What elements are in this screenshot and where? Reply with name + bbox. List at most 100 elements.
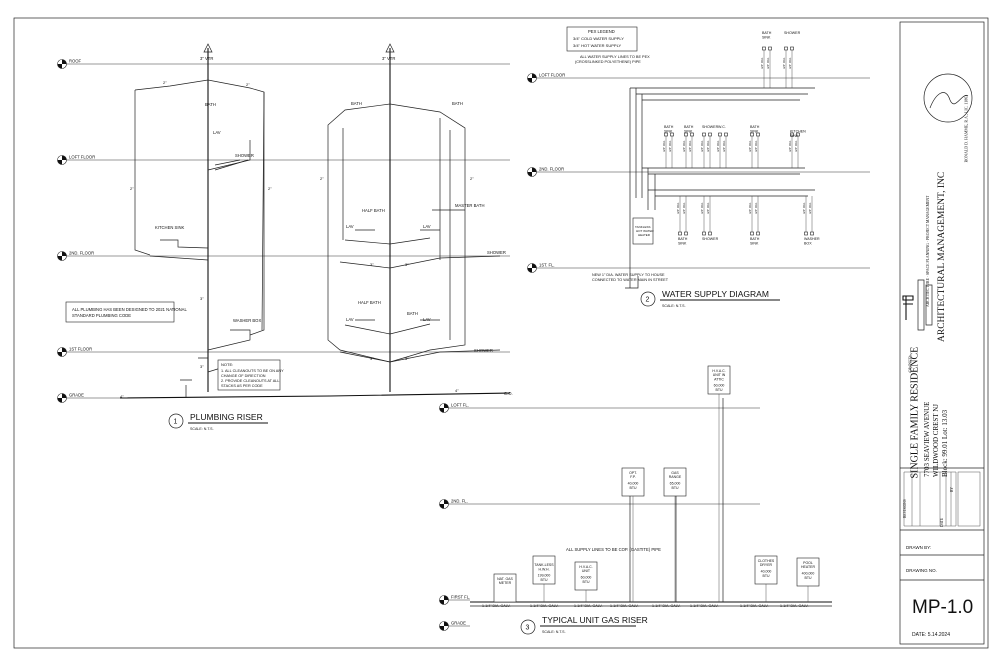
water-fixture: 3/4" DIA.3/4" DIA.	[788, 132, 800, 168]
pipe-size-label: 2"	[163, 80, 167, 85]
tankless-water-heater	[632, 217, 654, 245]
appliance-name: OPT.	[629, 471, 637, 475]
riser-level-0: ROOF	[57, 59, 510, 69]
gas-pipe-size: 1-1/4" DIA. GALV.	[780, 604, 808, 608]
pex-legend-title: PEX LEGEND	[588, 29, 615, 34]
pipe-size: 3/4" DIA.	[754, 140, 758, 152]
fixture-label: BATH	[762, 31, 772, 35]
riser-level-2: 2ND. FLOOR	[57, 251, 510, 261]
level-label: GRADE	[451, 621, 466, 626]
firm-logo-small	[957, 471, 981, 527]
fixture-label: BATH	[750, 237, 760, 241]
pipe-size: 3/4" DIA.	[788, 140, 792, 152]
water-fixture: 3/4" DIA.3/4" DIA.	[802, 196, 814, 236]
pipe-size: 3/4" DIA.	[682, 202, 686, 214]
detail-number-2: 2	[646, 297, 650, 304]
sheet-border	[13, 17, 989, 649]
fixture-label: SINK	[790, 134, 799, 138]
code-note: ALL PLUMBING HAS BEEN DESIGNED TO 2021 N…	[72, 307, 188, 318]
pipe-size-label: 2"	[320, 176, 324, 181]
appliance-btu: 60,000	[714, 384, 725, 388]
appliance-name: UNIT IN	[713, 373, 726, 377]
level-label: FIRST FL.	[451, 595, 470, 600]
pex-legend-hot: 3/4" HOT WATER SUPPLY	[573, 43, 622, 48]
cleanout-label: C.O.	[504, 391, 513, 396]
appliance-name: HEATER	[801, 565, 815, 569]
riser-level-4: GRADE	[57, 393, 120, 403]
seal-name: RONALD D. HAMME, R.A., LIC. 11863	[963, 94, 969, 163]
gas-pipe-size: 1-1/4" DIA. GALV.	[652, 604, 680, 608]
gas-pipe-size: 1-1/4" DIA. GALV.	[574, 604, 602, 608]
appliance-name: POOL	[803, 561, 813, 565]
room-lav: LAV	[213, 130, 221, 135]
appliance-name: UNIT	[582, 569, 591, 573]
room-lav: LAV	[423, 317, 431, 322]
water-level-2: 1ST. FL.	[527, 263, 870, 273]
room-lav: LAV	[423, 224, 431, 229]
code-note-box	[65, 301, 175, 323]
room-master-bath: MASTER BATH	[455, 203, 484, 208]
room-washer-box: WASHER BOX	[233, 318, 261, 323]
gas-level-0: LOFT FL.	[439, 403, 760, 413]
fixture-label: BATH	[678, 237, 688, 241]
project-address-1: 7703 SEAVIEW AVENUE	[923, 401, 931, 477]
sheet-date: DATE: 5.14.2024	[912, 632, 950, 638]
gas-level-2: FIRST FL.	[439, 595, 470, 605]
room-shower: SHOWER	[474, 348, 493, 353]
room-shower: SHOWER	[235, 153, 254, 158]
pipe-size: 3/4" DIA.	[706, 202, 710, 214]
fixture-label: BATH	[684, 125, 694, 129]
pipe-size-label: 3"	[405, 262, 409, 267]
pipe-size-label: 4"	[455, 388, 459, 393]
water-supply-title: WATER SUPPLY DIAGRAM	[662, 289, 769, 299]
plumbing-riser-title: PLUMBING RISER	[190, 412, 263, 422]
gas-pipe-size: 1-1/4" DIA. GALV.	[690, 604, 718, 608]
pipe-size: 3/4" DIA.	[668, 140, 672, 152]
fixture-label: BATH	[664, 125, 674, 129]
level-label: LOFT FLOOR	[539, 73, 565, 78]
water-fixture: 3/4" DIA.3/4" DIA.	[662, 132, 674, 168]
signature	[929, 92, 969, 109]
fixture-label: KITCHEN	[790, 130, 806, 134]
pipe-size: 3/4" DIA.	[802, 202, 806, 214]
pipe-size: 3/4" DIA.	[700, 140, 704, 152]
pipe-size: 3/4" DIA.	[748, 140, 752, 152]
fixture-label: W.C.	[718, 125, 726, 129]
room-lav: LAV	[346, 224, 354, 229]
pipe-size-label: 3"	[405, 356, 409, 361]
water-fixture: 3/4" DIA.3/4" DIA.	[748, 132, 760, 168]
pipe-size: 3/4" DIA.	[766, 57, 770, 69]
gas-level-1: 2ND. FL.	[439, 499, 760, 509]
level-label: 2ND. FL.	[451, 499, 468, 504]
room-bath: BATH	[351, 101, 362, 106]
scale-label: SCALE: N.T.S.	[662, 304, 686, 308]
vtr-label-right: 3" VTR	[382, 56, 395, 61]
pipe-size-label: 3"	[200, 364, 204, 369]
scale-label: SCALE: N.T.S.	[190, 427, 214, 431]
sheet-number: MP-1.0	[912, 597, 974, 618]
fixture-label: BOX	[804, 242, 812, 246]
owner-label: OWNER:	[907, 354, 913, 373]
pipe-size: 3/4" DIA.	[688, 140, 692, 152]
revisions-table	[903, 471, 981, 527]
pipe-size-label: 2"	[268, 186, 272, 191]
gas-riser: LOFT FL. 2ND. FL. FIRST FL. GRADE NAT. GASM…	[439, 365, 832, 635]
room-half-bath: HALF BATH	[362, 208, 385, 213]
pipe-size-label: 2"	[130, 186, 134, 191]
water-main-note: NEW 1" DIA. WATER SUPPLY TO HOUSE CONNEC…	[592, 273, 669, 282]
water-fixture: 3/4" DIA.3/4" DIA.	[682, 132, 694, 168]
appliance-btu: 400,000	[802, 571, 815, 575]
water-fixture: 3/4" DIA.3/4" DIA.	[760, 46, 772, 88]
pipe-size: 3/4" DIA.	[788, 57, 792, 69]
pipe-size: 3/4" DIA.	[722, 140, 726, 152]
pipe-size-label: 4"	[120, 394, 124, 399]
pipe-size: 3/4" DIA.	[794, 140, 798, 152]
firm-name: ARCHITECTURAL MANAGEMENT, INC	[937, 171, 947, 342]
water-fixture: 3/4" DIA.3/4" DIA.	[748, 196, 760, 236]
vtr-label-left: 3" VTR	[200, 56, 213, 61]
water-fixture: 3/4" DIA.3/4" DIA.	[676, 196, 688, 236]
